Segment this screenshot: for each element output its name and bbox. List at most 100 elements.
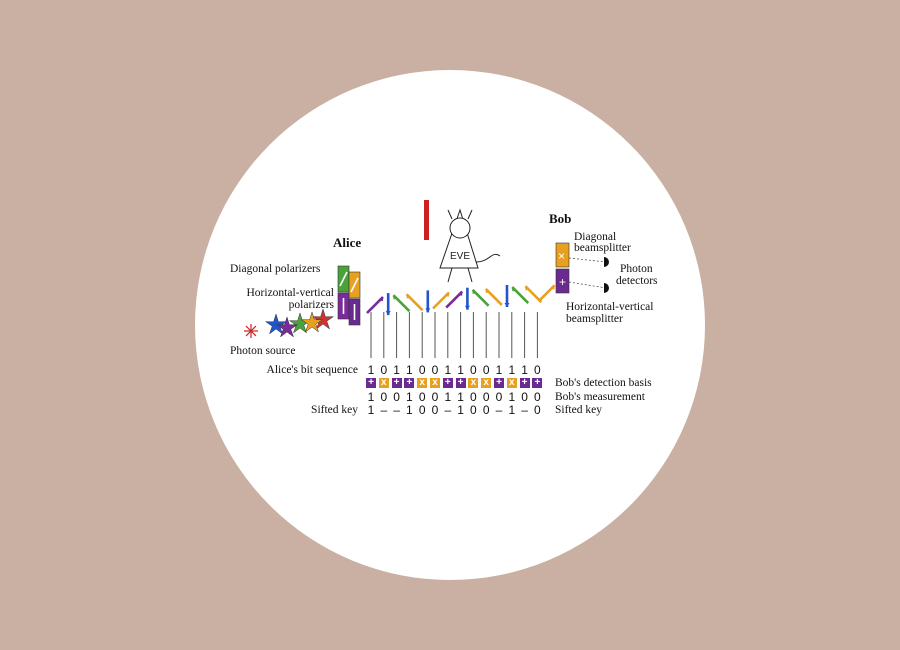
bob-detection-basis-label: Bob's detection basis xyxy=(555,377,652,389)
polarized-photon xyxy=(511,286,530,305)
bob-basis-symbol: x xyxy=(378,378,389,388)
sifted-key-right-label: Sifted key xyxy=(555,404,602,416)
bob-measurement-bit: 0 xyxy=(470,390,477,404)
hv-beamsplitter xyxy=(555,268,570,294)
sifted-key-bit: – xyxy=(495,403,503,417)
photon-source-ray xyxy=(250,325,257,332)
alice-bit: 0 xyxy=(418,363,426,377)
hv-beamsplitter-label-line1: Horizontal-vertical xyxy=(566,301,654,313)
bob-basis-symbol: + xyxy=(391,378,402,388)
sifted-key-bit: 0 xyxy=(418,403,426,417)
photon-source-ray xyxy=(245,325,252,332)
photon-source-ray xyxy=(245,330,252,337)
photon-detector xyxy=(604,257,609,267)
unpolarized-photon-star xyxy=(300,311,324,333)
polarized-photon-head xyxy=(472,289,475,294)
alice-bit: 0 xyxy=(470,363,477,377)
alice-bit: 1 xyxy=(457,363,464,377)
bob-basis-symbol: + xyxy=(494,378,504,388)
alice-bit: 1 xyxy=(393,363,400,377)
polarized-photon-head xyxy=(447,292,449,297)
polarized-photon-head xyxy=(425,308,431,313)
polarized-photon-head xyxy=(504,303,510,307)
detector-ray xyxy=(568,257,607,263)
bob-measurement-bit: 1 xyxy=(508,390,516,404)
photon-detectors-label-line1: Photon xyxy=(620,263,653,275)
unpolarized-photon-star xyxy=(311,308,335,330)
bob-measurement-bit: 0 xyxy=(431,390,439,404)
bob-basis-symbol: + xyxy=(366,378,376,388)
unpolarized-photon-star xyxy=(264,313,288,335)
bob-basis-symbol: + xyxy=(455,378,466,388)
hv-polarizers-label-line2: polarizers xyxy=(288,299,334,311)
alice-bit: 1 xyxy=(495,363,503,377)
polarizer-axis-mark xyxy=(350,277,359,293)
photon-detector xyxy=(604,283,609,293)
alice-bit: 0 xyxy=(380,363,388,377)
sifted-key-bit: 0 xyxy=(431,403,439,417)
bob-basis-symbol: + xyxy=(532,378,543,388)
polarized-photon xyxy=(537,284,556,303)
alice-bit: 1 xyxy=(444,363,452,377)
diagonal-beamsplitter-mark: × xyxy=(558,249,565,263)
sifted-key-bit: 1 xyxy=(457,403,464,417)
sifted-key-bit: 0 xyxy=(534,403,541,417)
bob-basis-symbol: + xyxy=(442,378,453,388)
bob-measurement-bit: 1 xyxy=(444,390,452,404)
bob-measurement-bit: 0 xyxy=(495,390,503,404)
bob-measurement-bit: 0 xyxy=(521,390,528,404)
polarized-photon-head xyxy=(385,311,391,316)
polarized-photon-head xyxy=(406,294,409,299)
bob-measurement-bit: 0 xyxy=(380,390,388,404)
bob-measurement-label: Bob's measurement xyxy=(555,391,645,403)
bob-measurement-bit: 1 xyxy=(457,390,464,404)
polarized-photon xyxy=(366,296,384,314)
alice-bit: 0 xyxy=(482,363,490,377)
eve-leg xyxy=(467,267,473,283)
sifted-key-bit: 1 xyxy=(406,403,413,417)
polarized-photon-head xyxy=(525,286,528,291)
diagonal-beamsplitter-label-line1: Diagonal xyxy=(574,231,617,243)
bob-measurement-bit: 1 xyxy=(367,390,375,404)
polarized-photon-head xyxy=(393,295,396,300)
sifted-key-bit: – xyxy=(393,403,400,417)
sifted-key-left-label: Sifted key xyxy=(311,404,358,416)
alice-bit: 0 xyxy=(534,363,541,377)
polarized-photon-head xyxy=(512,287,515,292)
sifted-key-bit: – xyxy=(521,403,528,417)
bob-measurement-bit: 1 xyxy=(406,390,413,404)
eve-label: EVE xyxy=(450,251,470,262)
diagonal-beamsplitter-label-line2: beamsplitter xyxy=(574,242,631,254)
hv-polarizers-label-line1: Horizontal-vertical xyxy=(246,287,335,299)
bob-measurement-bit: 0 xyxy=(534,390,541,404)
alice-bit: 1 xyxy=(367,363,375,377)
sifted-key-bit: – xyxy=(444,403,452,417)
eve-body xyxy=(439,208,479,269)
alice-bit: 1 xyxy=(406,363,413,377)
eve-horn xyxy=(447,209,453,220)
polarized-photon xyxy=(445,290,464,309)
polarized-photon xyxy=(471,288,490,307)
bob-basis-symbol: x xyxy=(468,378,479,388)
polarizer-axis-mark xyxy=(339,271,348,287)
eve-sword xyxy=(424,200,429,240)
diagonal-polarizers-label: Diagonal polarizers xyxy=(230,263,321,275)
eve-head xyxy=(449,217,471,239)
bob-basis-symbol: x xyxy=(417,378,428,388)
alice-bit-sequence-label: Alice's bit sequence xyxy=(266,364,358,376)
unpolarized-photon-star xyxy=(275,316,299,338)
bob-basis-symbol: x xyxy=(481,378,492,388)
photon-source-label: Photon source xyxy=(230,345,296,357)
polarized-photon xyxy=(405,293,424,312)
sifted-key-bit: 0 xyxy=(482,403,490,417)
alice-bit: 1 xyxy=(521,363,528,377)
photon-source-ray xyxy=(250,330,257,337)
diagonal-beamsplitter xyxy=(555,242,570,268)
eve-tail xyxy=(475,253,501,263)
polarized-photon xyxy=(432,291,450,310)
bob-measurement-bit: 0 xyxy=(482,390,490,404)
polarized-photon-head xyxy=(464,305,470,310)
bob-basis-symbol: + xyxy=(519,378,530,388)
